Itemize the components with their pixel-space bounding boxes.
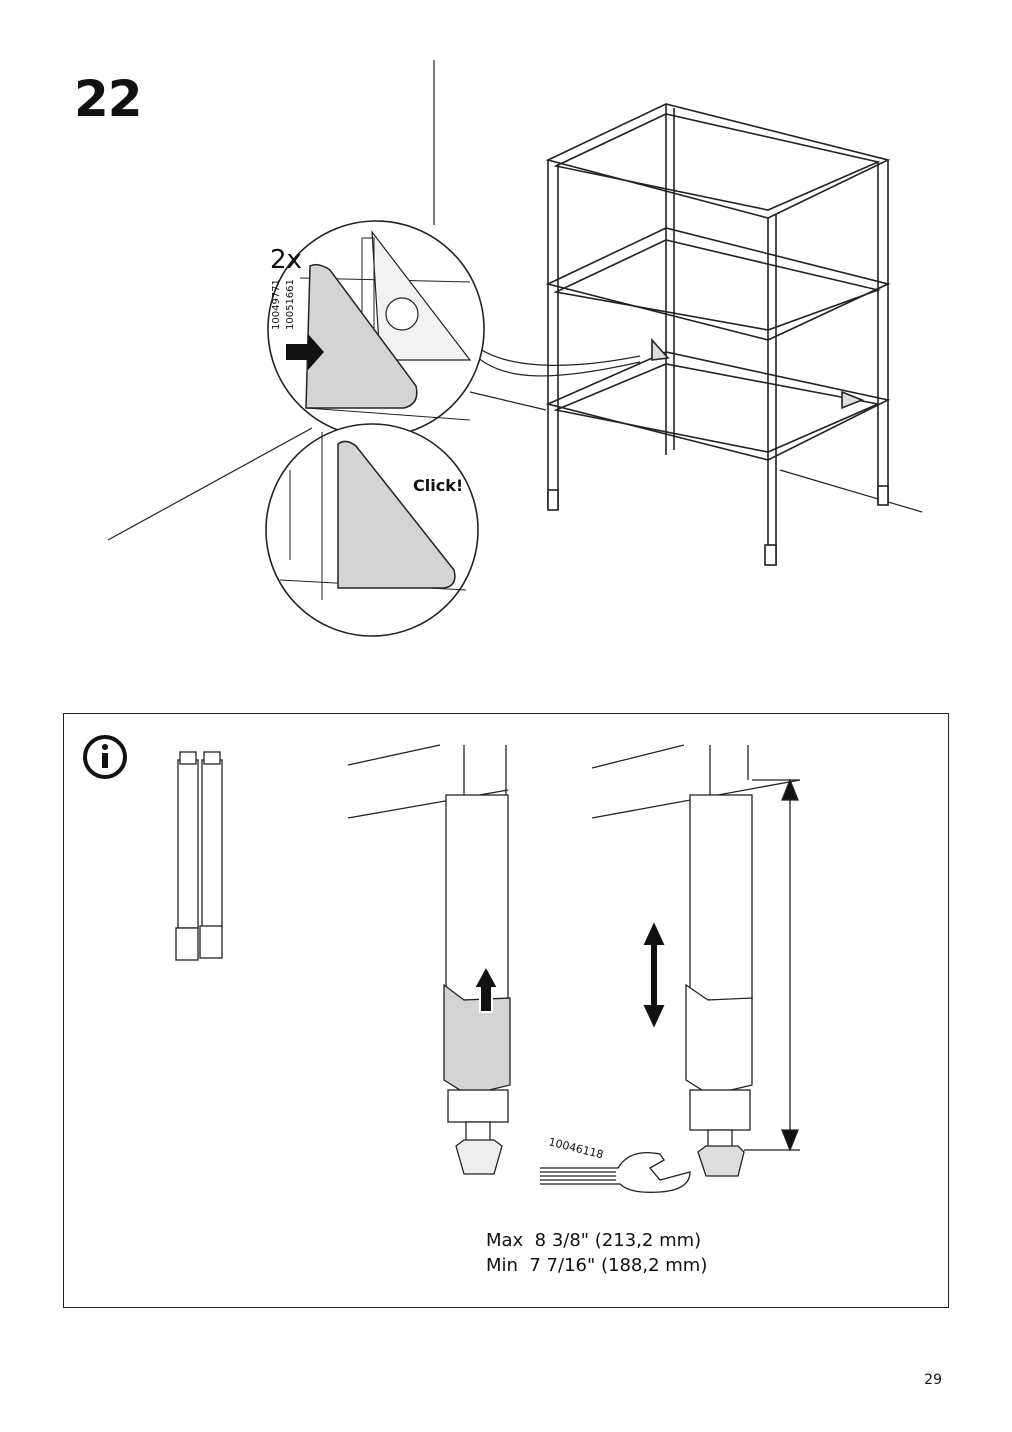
part-number-2: 10051661 (285, 279, 296, 330)
click-label: Click! (413, 476, 463, 495)
part-number-1: 10049771 (271, 279, 282, 330)
callout-insert-circle: 2x 10049771 10051661 (267, 220, 485, 438)
measure-max: Max 8 3/8" (213,2 mm) (486, 1230, 702, 1251)
corner-brace-installed (337, 440, 456, 589)
step-number: 22 (74, 70, 143, 128)
corner-brace-part (305, 263, 418, 409)
page-number: 29 (924, 1372, 942, 1388)
measure-min: Min 7 7/16" (188,2 mm) (486, 1255, 708, 1276)
callout-click-circle: Click! (265, 423, 479, 637)
info-box (63, 713, 949, 1308)
floor-line (107, 427, 313, 541)
push-arrow-icon (286, 334, 324, 370)
step-illustration: 2x 10049771 10051661 Click! (107, 60, 923, 637)
shelf-frame (545, 103, 891, 566)
height-range-text: Max 8 3/8" (213,2 mm) Min 7 7/16" (188,2 … (486, 1228, 707, 1278)
quantity-label: 2x (270, 245, 302, 275)
